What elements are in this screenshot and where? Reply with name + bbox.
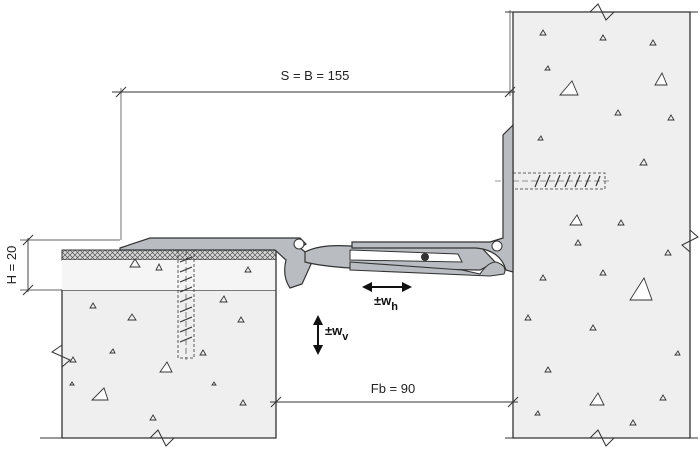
horizontal-movement-arrow [362,282,412,292]
screed-layer [62,260,276,290]
right-anchor-screw [495,172,610,190]
span-dimension [112,10,516,240]
vertical-movement-arrow [313,315,323,355]
left-anchor-screw [177,239,195,360]
gap-dimension-label: Fb = 90 [371,381,415,396]
left-slab-break-line [50,290,71,438]
height-dimension-label: H = 20 [4,246,19,285]
left-aggregate-speckles [69,258,252,421]
left-concrete-slab [61,289,277,439]
left-slab-bottom-break [40,429,276,447]
gap-dimension [270,396,519,408]
right-wall-top-break [505,3,698,21]
height-dimension [20,234,120,296]
vertical-movement-label: ±wv [325,323,349,343]
right-joint-profile [351,123,514,273]
floor-covering-layer [61,249,277,261]
right-wall-side-break [681,12,699,438]
right-aggregate-speckles [524,29,681,426]
span-dimension-label: S = B = 155 [281,68,350,83]
horizontal-movement-label: ±wh [374,293,398,313]
right-profile-lower-part [349,261,506,277]
right-wall-bottom-break [505,429,698,447]
